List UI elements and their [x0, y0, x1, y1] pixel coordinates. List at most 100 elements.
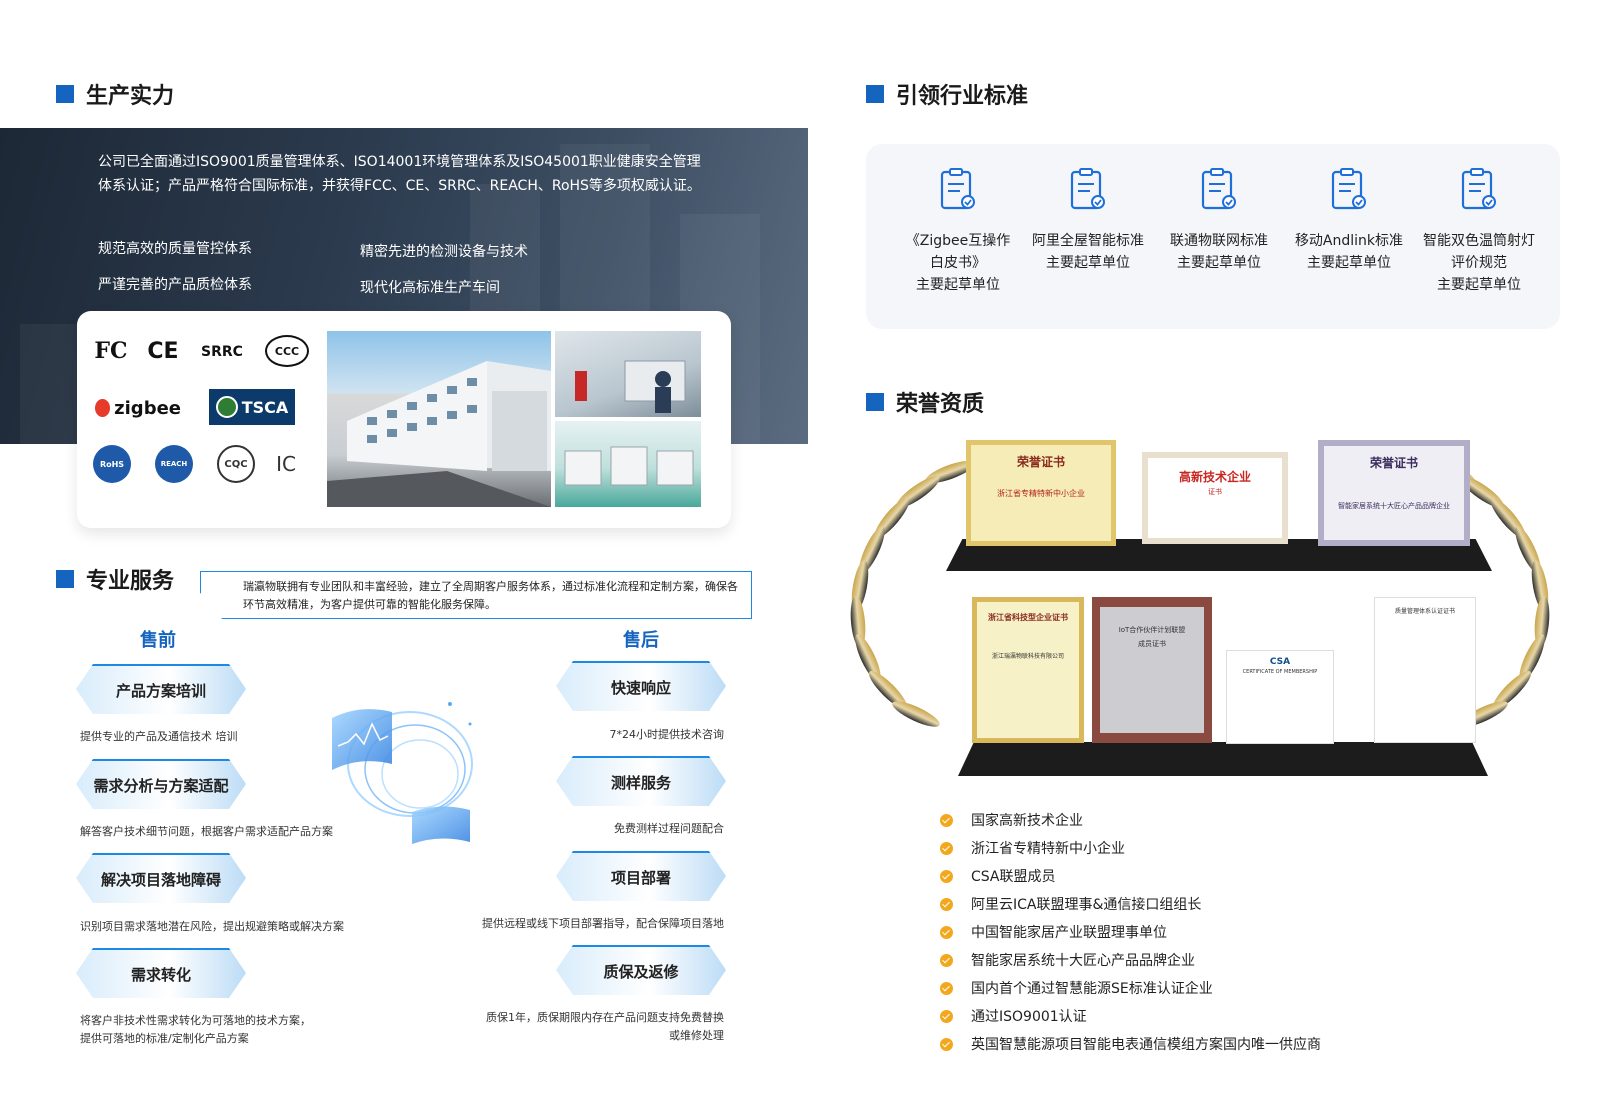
zigbee-logo: zigbee	[95, 391, 181, 425]
standard-item: 阿里全屋智能标准 主要起草单位	[1024, 168, 1152, 274]
certificate-line: 成员证书	[1138, 640, 1166, 648]
gold-check-icon	[940, 925, 953, 939]
service-hologram-illustration	[332, 702, 473, 844]
document-check-icon	[1331, 168, 1366, 210]
honor-item: 阿里云ICA联盟理事&通信接口组组长	[940, 894, 1201, 914]
gold-check-icon	[940, 1009, 953, 1023]
certificate-line: 智能家居系统十大匠心产品品牌企业	[1338, 502, 1450, 510]
aftersale-desc: 免费测样过程问题配合	[614, 822, 724, 835]
certificate-line: 浙江瑞瀛物联科技有限公司	[991, 653, 1064, 660]
certificate-heading: IoT合作伙伴计划联盟	[1118, 626, 1186, 634]
honor-text: 阿里云ICA联盟理事&通信接口组组长	[971, 897, 1202, 913]
gold-check-icon	[940, 841, 953, 855]
epa-seal-icon	[215, 396, 238, 418]
workshop-photo	[555, 331, 701, 417]
aftersale-heading: 售后	[623, 630, 659, 651]
standard-item: 联通物联网标准 主要起草单位	[1155, 168, 1283, 274]
honor-item: 英国智慧能源项目智能电表通信模组方案国内唯一供应商	[940, 1034, 1321, 1054]
production-title: 生产实力	[86, 84, 175, 109]
ccc-logo: CCC	[265, 335, 309, 367]
honor-item: CSA联盟成员	[940, 866, 1056, 886]
service-title: 专业服务	[86, 569, 175, 594]
honor-text: 国家高新技术企业	[971, 813, 1083, 829]
standard-item: 移动Andlink标准 主要起草单位	[1285, 168, 1413, 274]
presale-desc: 提供专业的产品及通信技术 培训	[80, 730, 238, 743]
presale-heading: 售前	[140, 630, 176, 651]
presale-desc: 识别项目需求落地潜在风险，提出规避策略或解决方案	[80, 920, 344, 933]
certificate-frame: 荣誉证书 浙江省专精特新中小企业	[966, 440, 1116, 546]
honor-item: 浙江省专精特新中小企业	[940, 838, 1125, 858]
reach-logo: REACH	[155, 445, 193, 483]
certificate-plaque: IoT合作伙伴计划联盟 成员证书	[1092, 597, 1212, 743]
standard-text: 阿里全屋智能标准 主要起草单位	[1032, 233, 1144, 271]
production-bullet: 规范高效的质量管控体系	[98, 241, 252, 257]
honor-item: 智能家居系统十大匠心产品品牌企业	[940, 950, 1195, 970]
production-line-photo	[555, 421, 701, 507]
honors-title: 荣誉资质	[896, 392, 985, 417]
certificate-line: 证书	[1208, 488, 1222, 496]
document-check-icon	[1461, 168, 1496, 210]
aftersale-quick-response: 快速响应	[556, 661, 726, 711]
document-check-icon	[1070, 168, 1105, 210]
certificate-frame: 质量管理体系认证证书	[1374, 597, 1476, 743]
tsca-logo: TSCA	[209, 389, 295, 425]
aftersale-desc: 质保1年，质保期限内存在产品问题支持免费替换 或维修处理	[486, 1011, 724, 1042]
honor-text: 中国智能家居产业联盟理事单位	[971, 925, 1167, 941]
document-check-icon	[940, 168, 975, 210]
standard-text: 联通物联网标准 主要起草单位	[1170, 233, 1268, 271]
honor-text: 通过ISO9001认证	[971, 1009, 1087, 1025]
gold-check-icon	[940, 953, 953, 967]
production-section-title: 生产实力	[56, 78, 174, 110]
service-note-box: 瑞瀛物联拥有专业团队和丰富经验，建立了全周期客户服务体系，通过标准化流程和定制方…	[200, 571, 752, 619]
ic-logo: IC	[276, 452, 296, 476]
standard-text: 智能双色温筒射灯 评价规范 主要起草单位	[1423, 233, 1535, 293]
honor-text: 国内首个通过智慧能源SE标准认证企业	[971, 981, 1213, 997]
standard-item: 《Zigbee互操作 白皮书》 主要起草单位	[894, 168, 1022, 296]
aftersale-sample-testing: 测样服务	[556, 756, 726, 806]
honor-text: CSA联盟成员	[971, 869, 1056, 885]
production-bullet: 精密先进的检测设备与技术	[360, 244, 528, 260]
presale-product-training: 产品方案培训	[76, 664, 246, 714]
srrc-logo: SRRC	[201, 344, 243, 360]
presale-requirement-conversion: 需求转化	[76, 948, 246, 998]
gold-check-icon	[940, 1037, 953, 1051]
certification-card: FC CE SRRC CCC zigbee TSCA RoHS REACH CQ…	[77, 311, 731, 528]
standard-text: 移动Andlink标准 主要起草单位	[1294, 233, 1404, 271]
zigbee-text: zigbee	[114, 397, 181, 419]
certificate-line: 浙江省专精特新中小企业	[997, 489, 1085, 498]
laurel-wreath-icon	[850, 460, 1550, 727]
standards-section-title: 引领行业标准	[866, 78, 1028, 110]
service-section-title: 专业服务	[56, 563, 174, 595]
title-marker-square	[56, 570, 74, 588]
display-shelf-bottom	[958, 742, 1488, 776]
certificate-frame: 浙江省科技型企业证书 浙江瑞瀛物联科技有限公司	[972, 597, 1084, 743]
presale-desc: 解答客户技术细节问题，根据客户需求适配产品方案	[80, 825, 333, 838]
gold-check-icon	[940, 813, 953, 827]
tsca-text: TSCA	[241, 397, 289, 417]
production-bullet: 严谨完善的产品质检体系	[98, 277, 252, 293]
aftersale-desc: 提供远程或线下项目部署指导，配合保障项目落地	[482, 917, 724, 930]
certificate-frame: CSA CERTIFICATE OF MEMBERSHIP	[1226, 650, 1334, 744]
presale-project-obstacles: 解决项目落地障碍	[76, 853, 246, 903]
title-marker-square	[866, 393, 884, 411]
certificate-heading: 质量管理体系认证证书	[1394, 608, 1455, 615]
zigbee-mark-icon	[95, 399, 111, 417]
title-marker-square	[56, 85, 74, 103]
honors-section-title: 荣誉资质	[866, 386, 984, 418]
factory-building-photo	[327, 331, 551, 507]
certificate-heading: 浙江省科技型企业证书	[988, 613, 1068, 622]
aftersale-project-deployment: 项目部署	[556, 851, 726, 901]
standards-title: 引领行业标准	[896, 84, 1029, 109]
honor-text: 英国智慧能源项目智能电表通信模组方案国内唯一供应商	[971, 1037, 1321, 1053]
title-marker-square	[866, 85, 884, 103]
aftersale-desc: 7*24小时提供技术咨询	[609, 728, 725, 741]
honor-text: 浙江省专精特新中小企业	[971, 841, 1125, 857]
honor-item: 通过ISO9001认证	[940, 1006, 1087, 1026]
gold-check-icon	[940, 981, 953, 995]
honor-item: 国家高新技术企业	[940, 810, 1083, 830]
certificate-heading: 荣誉证书	[1369, 456, 1418, 470]
presale-desc: 将客户非技术性需求转化为可落地的技术方案， 提供可落地的标准/定制化产品方案	[80, 1014, 311, 1045]
gold-check-icon	[940, 897, 953, 911]
certificate-heading: 荣誉证书	[1016, 455, 1065, 469]
ce-logo: CE	[147, 338, 179, 364]
